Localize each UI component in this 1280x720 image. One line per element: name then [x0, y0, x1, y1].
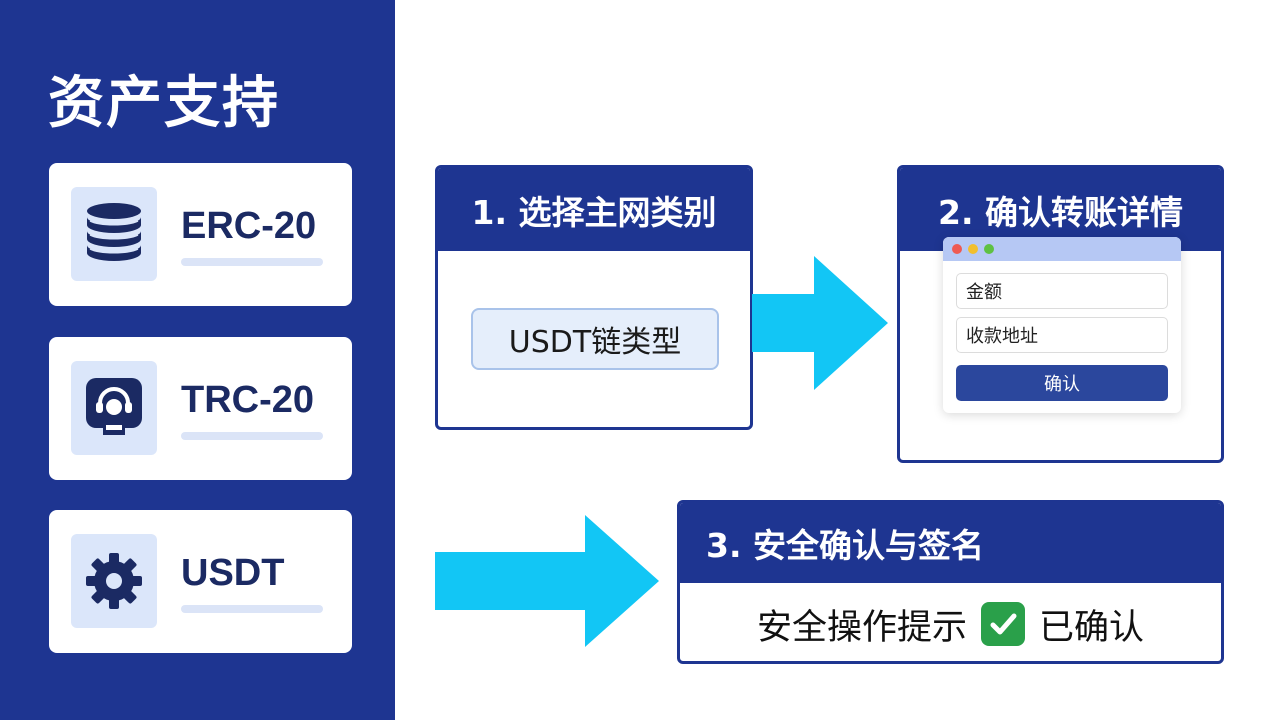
- transfer-form-window: 金额 收款地址 确认: [943, 237, 1181, 413]
- check-icon: [981, 602, 1025, 646]
- close-dot-icon[interactable]: [952, 244, 962, 254]
- arrow-right-icon: [435, 515, 659, 647]
- sidebar-title: 资产支持: [48, 71, 280, 136]
- window-titlebar: [943, 237, 1181, 261]
- gear-icon: [71, 534, 157, 628]
- step3-security-sign: 3. 安全确认与签名 安全操作提示 已确认: [677, 500, 1224, 664]
- asset-card-erc20[interactable]: ERC-20: [49, 163, 352, 306]
- step1-select-network: 1. 选择主网类别 USDT链类型: [435, 165, 753, 430]
- asset-underline: [181, 432, 323, 440]
- asset-underline: [181, 605, 323, 613]
- security-prompt-text: 安全操作提示: [756, 607, 967, 648]
- recipient-address-field[interactable]: 收款地址: [956, 317, 1168, 353]
- step1-title: 1. 选择主网类别: [438, 168, 750, 251]
- step3-title: 3. 安全确认与签名: [680, 503, 1221, 583]
- security-status-row: 安全操作提示 已确认: [680, 583, 1221, 661]
- amount-field[interactable]: 金额: [956, 273, 1168, 309]
- arrow-right-icon: [752, 256, 888, 390]
- minimize-dot-icon[interactable]: [968, 244, 978, 254]
- asset-label-usdt: USDT: [181, 552, 285, 594]
- usdt-chain-type-button[interactable]: USDT链类型: [471, 308, 719, 370]
- confirmed-status-text: 已确认: [1039, 607, 1145, 648]
- support-agent-icon: [71, 361, 157, 455]
- asset-card-trc20[interactable]: TRC-20: [49, 337, 352, 480]
- database-icon: [71, 187, 157, 281]
- asset-label-trc20: TRC-20: [181, 379, 315, 421]
- step2-confirm-transfer: 2. 确认转账详情 金额 收款地址 确认: [897, 165, 1224, 463]
- confirm-button[interactable]: 确认: [956, 365, 1168, 401]
- maximize-dot-icon[interactable]: [984, 244, 994, 254]
- asset-sidebar: 资产支持 ERC-20: [0, 0, 395, 720]
- asset-label-erc20: ERC-20: [181, 205, 317, 247]
- asset-card-usdt[interactable]: USDT: [49, 510, 352, 653]
- asset-underline: [181, 258, 323, 266]
